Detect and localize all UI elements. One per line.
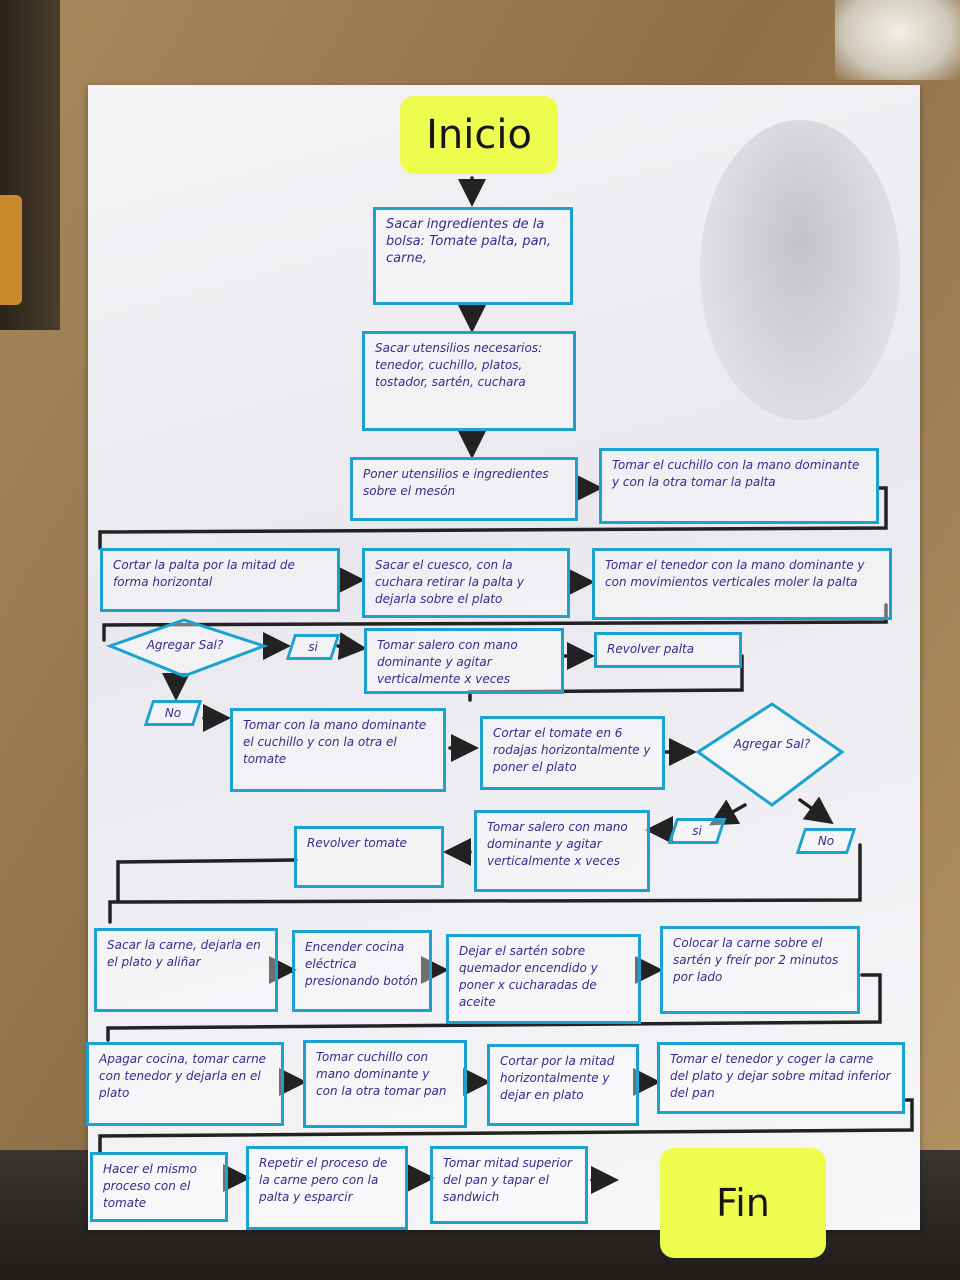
step-box-18: Apagar cocina, tomar carne con tenedor y… <box>86 1042 284 1126</box>
answer-si-1: si <box>285 634 341 660</box>
start-label: Inicio <box>426 112 532 158</box>
connector-row6-row7 <box>98 1098 914 1154</box>
step-text: Revolver tomate <box>307 836 407 850</box>
paper-sheet <box>88 85 920 1230</box>
arrow-dec2-si <box>708 799 747 826</box>
end-label: Fin <box>716 1181 770 1225</box>
step-text: Hacer el mismo proceso con el tomate <box>103 1162 197 1210</box>
step-text: Revolver palta <box>607 642 695 656</box>
answer-si-2: si <box>667 818 727 844</box>
step-box-24: Tomar mitad superior del pan y tapar el … <box>430 1146 588 1224</box>
step-text: Sacar utensilios necesarios: tenedor, cu… <box>375 341 543 389</box>
step-box-21: Tomar el tenedor y coger la carne del pl… <box>657 1042 905 1114</box>
step-text: Tomar el tenedor con la mano dominante y… <box>605 558 865 589</box>
step-box-17: Colocar la carne sobre el sartén y freír… <box>660 926 860 1014</box>
step-text: Sacar ingredientes de la bolsa: Tomate p… <box>386 217 551 266</box>
step-box-22: Hacer el mismo proceso con el tomate <box>90 1152 228 1222</box>
answer-label: si <box>692 824 702 838</box>
connector-row5-row6 <box>106 973 882 1042</box>
step-box-5: Cortar la palta por la mitad de forma ho… <box>100 548 340 612</box>
background-glass <box>835 0 960 80</box>
answer-no-2: No <box>795 828 857 854</box>
hand-shadow <box>700 120 900 420</box>
answer-label: si <box>308 640 318 654</box>
answer-label: No <box>164 706 182 720</box>
background-object-orange <box>0 195 22 305</box>
step-text: Poner utensilios e ingredientes sobre el… <box>363 467 549 498</box>
step-text: Cortar la palta por la mitad de forma ho… <box>113 558 295 589</box>
arrow-si-step8 <box>336 632 367 661</box>
answer-label: No <box>817 834 835 848</box>
step-text: Tomar cuchillo con mano dominante y con … <box>316 1050 447 1098</box>
step-text: Tomar el tenedor y coger la carne del pl… <box>670 1052 891 1100</box>
step-text: Tomar salero con mano dominante y agitar… <box>487 820 628 868</box>
step-text: Tomar con la mano dominante el cuchillo … <box>243 718 427 766</box>
connector-row2-row3 <box>102 603 888 642</box>
step-box-12: Tomar salero con mano dominante y agitar… <box>474 810 650 892</box>
step-text: Repetir el proceso de la carne pero con … <box>259 1156 388 1204</box>
step-box-23: Repetir el proceso de la carne pero con … <box>246 1146 408 1230</box>
step-text: Tomar el cuchillo con la mano dominante … <box>612 458 860 489</box>
step-box-2: Sacar utensilios necesarios: tenedor, cu… <box>362 331 576 431</box>
step-text: Colocar la carne sobre el sartén y freír… <box>673 936 839 984</box>
connector-no-row5 <box>108 843 862 924</box>
step-box-11: Cortar el tomate en 6 rodajas horizontal… <box>480 716 665 790</box>
step-box-3: Poner utensilios e ingredientes sobre el… <box>350 457 578 521</box>
step-box-9: Revolver palta <box>594 632 742 668</box>
decision-label-1: Agregar Sal? <box>146 638 224 652</box>
step-text: Sacar la carne, dejarla en el plato y al… <box>107 938 261 969</box>
connector-step13-down <box>116 858 298 902</box>
step-box-8: Tomar salero con mano dominante y agitar… <box>364 628 564 694</box>
end-terminal: Fin <box>660 1148 826 1258</box>
start-terminal: Inicio <box>400 96 558 174</box>
step-text: Tomar salero con mano dominante y agitar… <box>377 638 518 686</box>
step-box-10: Tomar con la mano dominante el cuchillo … <box>230 708 446 792</box>
step-text: Cortar por la mitad horizontalmente y de… <box>500 1054 615 1102</box>
step-box-13: Revolver tomate <box>294 826 444 888</box>
step-box-6: Sacar el cuesco, con la cuchara retirar … <box>362 548 570 618</box>
arrow-dec2-no <box>798 796 834 825</box>
step-box-19: Tomar cuchillo con mano dominante y con … <box>303 1040 467 1128</box>
step-box-14: Sacar la carne, dejarla en el plato y al… <box>94 928 278 1012</box>
step-box-20: Cortar por la mitad horizontalmente y de… <box>487 1044 639 1126</box>
connector-row1-row2 <box>98 486 888 550</box>
step-text: Encender cocina eléctrica presionando bo… <box>305 940 418 988</box>
step-box-15: Encender cocina eléctrica presionando bo… <box>292 930 432 1012</box>
step-box-16: Dejar el sartén sobre quemador encendido… <box>446 934 641 1024</box>
decision-diamond-1 <box>105 618 269 678</box>
step-text: Sacar el cuesco, con la cuchara retirar … <box>375 558 525 606</box>
decision-diamond-2 <box>695 702 845 807</box>
step-text: Tomar mitad superior del pan y tapar el … <box>443 1156 572 1204</box>
connector-step9-down <box>468 654 744 702</box>
step-text: Apagar cocina, tomar carne con tenedor y… <box>99 1052 267 1100</box>
answer-no-1: No <box>143 700 203 726</box>
step-box-4: Tomar el cuchillo con la mano dominante … <box>599 448 879 524</box>
step-box-7: Tomar el tenedor con la mano dominante y… <box>592 548 892 620</box>
step-text: Dejar el sartén sobre quemador encendido… <box>459 944 598 1009</box>
step-text: Cortar el tomate en 6 rodajas horizontal… <box>493 726 651 774</box>
decision-label-2: Agregar Sal? <box>733 737 811 751</box>
step-box-1: Sacar ingredientes de la bolsa: Tomate p… <box>373 207 573 305</box>
